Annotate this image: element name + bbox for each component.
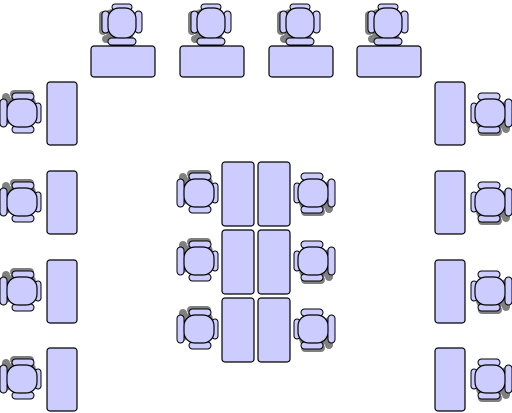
desk-icon [356, 45, 422, 78]
office-chair-icon [293, 172, 336, 216]
desk-icon [257, 161, 291, 227]
desk-icon [434, 347, 466, 412]
office-chair-icon [99, 3, 143, 46]
office-chair-icon [277, 3, 321, 46]
desk-icon [90, 45, 156, 78]
office-chair-icon [470, 181, 512, 225]
office-chair-icon [0, 90, 42, 134]
top-row [90, 3, 422, 78]
center-island [176, 161, 336, 363]
desk-icon [434, 170, 466, 235]
desk-icon [221, 297, 255, 363]
office-chair-icon [176, 238, 219, 282]
office-chair-icon [470, 270, 512, 314]
desk-icon [46, 81, 78, 146]
desk-icon [268, 45, 334, 78]
office-chair-icon [293, 308, 336, 352]
office-chair-icon [176, 170, 219, 214]
desk-icon [434, 81, 466, 146]
office-chair-icon [0, 179, 42, 223]
office-chair-icon [0, 356, 42, 400]
desk-icon [221, 161, 255, 227]
office-chair-icon [293, 240, 336, 284]
desk-icon [179, 45, 245, 78]
right-column [434, 81, 512, 412]
desk-icon [434, 259, 466, 324]
office-chair-icon [365, 3, 409, 46]
desk-icon [257, 229, 291, 295]
office-chair-icon [470, 92, 512, 136]
desk-icon [257, 297, 291, 363]
left-column [0, 81, 78, 412]
desk-icon [221, 229, 255, 295]
office-chair-icon [188, 3, 232, 46]
office-chair-icon [176, 306, 219, 350]
office-chair-icon [0, 268, 42, 312]
office-chair-icon [470, 358, 512, 402]
desk-icon [46, 259, 78, 324]
desk-icon [46, 347, 78, 412]
desk-icon [46, 170, 78, 235]
